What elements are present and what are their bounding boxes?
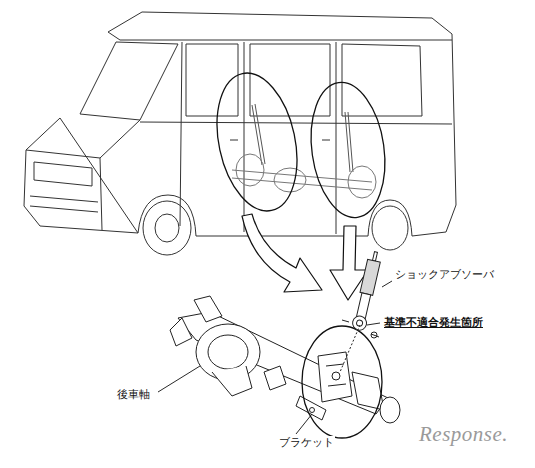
van-drawing [232,170,372,190]
van-drawing [30,196,98,212]
van-drawing [342,44,422,116]
van-drawing [372,206,408,250]
pointer-arrow [242,214,368,300]
rear-axle [380,397,400,423]
leader-line [382,281,392,287]
part-name: ブラケット [278,436,335,449]
shock-absorber [351,315,368,332]
shock-absorber [351,250,383,331]
van-drawing [143,201,191,255]
leader-line [296,414,312,434]
van-drawing [345,112,353,172]
van-drawing [140,122,452,124]
van-drawing [180,42,336,234]
van-drawing [26,120,140,230]
highlight-circle [205,66,393,223]
rear-axle [178,312,388,414]
van-drawing [348,166,376,198]
van-drawing [34,162,92,186]
leader-line [367,323,380,325]
van-drawing [24,12,456,236]
shock-absorber [373,252,378,261]
rear-axle [170,318,192,346]
rear-axle [318,352,352,402]
rear-axle [264,366,286,390]
shock-absorber [360,259,380,295]
highlight-circle [303,78,393,223]
mount-bolt [340,325,360,372]
highlight-circle [302,326,382,438]
defect-location-label: 基準不適合発生箇所 [383,316,484,329]
mount-bolt [340,320,379,372]
van-drawing [108,32,452,40]
van-drawing [24,12,456,255]
van-drawing [274,168,306,192]
van-drawing [80,42,178,120]
rear-axle [212,366,252,396]
van-drawing [252,104,265,165]
pointer-arrow [242,214,322,292]
rear-axle [310,408,315,413]
watermark: Response. [418,422,509,447]
van-drawing [155,214,179,242]
mount-bolt [342,320,349,322]
part-name: 後車軸 [116,388,151,401]
part-name: ショックアブソーバ [394,268,495,281]
shock-absorber [357,293,371,318]
van-drawing [250,44,330,116]
van-drawing [230,140,330,141]
highlight-circle [205,66,308,219]
rear-axle [332,372,340,380]
rear-axle [326,364,346,386]
rear-axle [208,335,248,369]
mount-bolt [371,334,379,337]
van-drawing [236,154,264,186]
mount-bolt [371,332,377,338]
rear-axle [194,296,222,322]
leader-line [158,281,392,434]
leader-line [158,366,200,392]
